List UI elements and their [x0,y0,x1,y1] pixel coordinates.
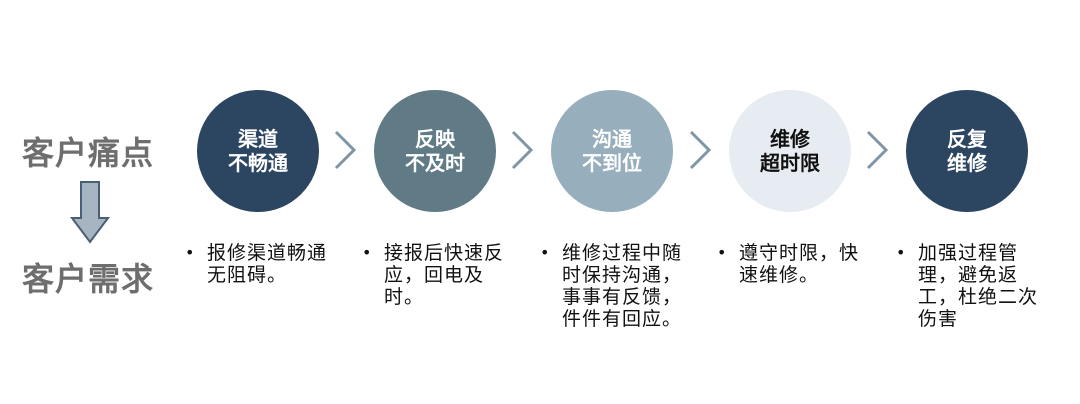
pain-circle-line2: 不到位 [582,151,642,175]
down-arrow-icon [70,181,110,244]
need-item-channel: • 报修渠道畅通无阻碍。 [185,242,335,286]
bullet-icon: • [185,243,195,262]
pain-points-label: 客户痛点 [22,134,155,172]
pain-circle-line1: 维修 [770,127,810,151]
need-item-text: 接报后快速反应，回电及时。 [384,242,505,308]
pain-circle-line2: 超时限 [760,151,820,175]
need-item-response: • 接报后快速反应，回电及时。 [362,242,512,308]
customer-needs-label: 客户需求 [22,260,155,298]
bullet-icon: • [717,243,727,262]
pain-circle-repair-overtime: 维修 超时限 [729,90,851,212]
pain-circle-channel: 渠道 不畅通 [197,90,319,212]
chevron-right-icon [689,130,712,170]
need-item-communication: • 维修过程中随时保持沟通，事事有反馈，件件有回应。 [540,242,690,330]
chevron-right-icon [866,130,889,170]
need-item-text: 遵守时限，快速维修。 [739,242,860,286]
pain-circle-line1: 反映 [415,127,455,151]
pain-circle-line1: 反复 [947,127,987,151]
pain-circle-line2: 维修 [947,151,987,175]
pain-circle-line1: 沟通 [592,127,632,151]
chevron-right-icon [511,130,534,170]
pain-circle-response: 反映 不及时 [374,90,496,212]
pain-circle-line2: 不及时 [405,151,465,175]
bullet-icon: • [362,243,372,262]
pain-circle-repeated-repair: 反复 维修 [906,90,1028,212]
need-item-repair-overtime: • 遵守时限，快速维修。 [717,242,867,286]
bullet-icon: • [896,243,906,262]
need-item-text: 维修过程中随时保持沟通，事事有反馈，件件有回应。 [562,242,683,330]
bullet-icon: • [540,243,550,262]
need-item-repeated-repair: • 加强过程管理，避免返工，杜绝二次伤害 [896,242,1056,330]
pain-circle-communication: 沟通 不到位 [551,90,673,212]
pain-circle-line1: 渠道 [238,127,278,151]
need-item-text: 报修渠道畅通无阻碍。 [207,242,328,286]
pain-circle-line2: 不畅通 [228,151,288,175]
need-item-text: 加强过程管理，避免返工，杜绝二次伤害 [918,242,1039,330]
chevron-right-icon [334,130,357,170]
